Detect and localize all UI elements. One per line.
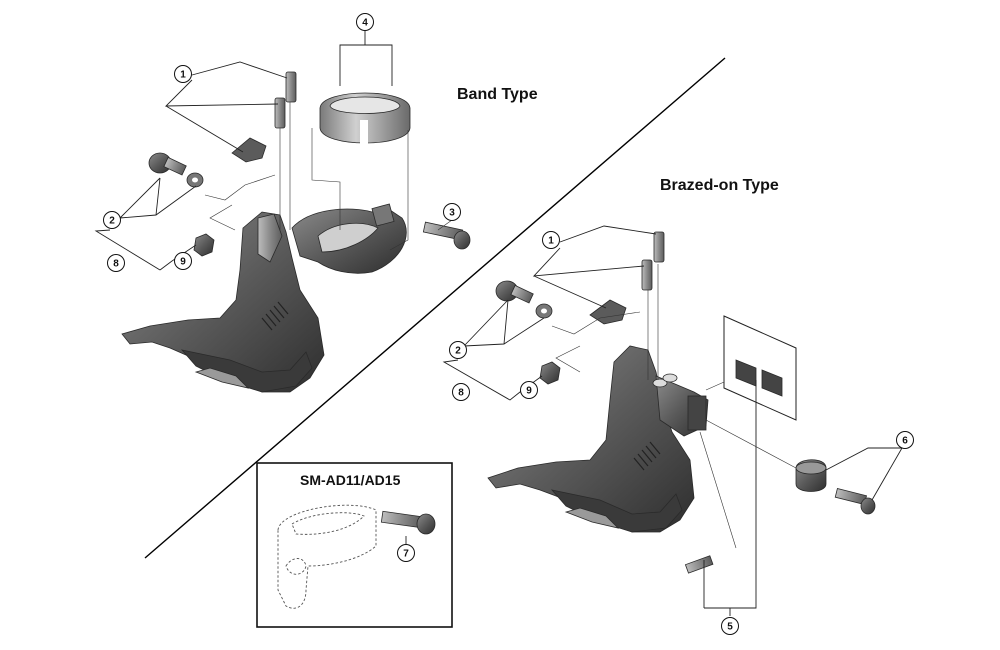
svg-text:4: 4 [362, 18, 368, 29]
band-part-1-bolts [274, 71, 297, 129]
band-type-group: 1 2 3 4 8 9 [94, 13, 471, 393]
svg-text:1: 1 [548, 236, 554, 247]
svg-text:9: 9 [526, 386, 532, 397]
svg-text:2: 2 [109, 216, 115, 227]
brazed-callout-6: 6 [896, 431, 914, 449]
band-callout-9: 9 [174, 252, 192, 270]
svg-text:8: 8 [113, 259, 119, 270]
brazed-part-2-bolt [495, 280, 534, 304]
band-part-9-nut [193, 233, 215, 257]
adapter-part-7-bolt [380, 510, 436, 535]
band-callout-3: 3 [443, 203, 461, 221]
brazed-part-1-bolts [641, 231, 665, 291]
brazed-callout-8: 8 [452, 383, 470, 401]
brazed-callout-2: 2 [449, 341, 467, 359]
svg-text:7: 7 [403, 549, 409, 560]
brazed-part-1-plate [589, 299, 627, 325]
band-part-1-plate [231, 137, 267, 163]
band-derailleur-body [121, 211, 325, 393]
brazed-callout-5: 5 [721, 617, 739, 635]
brazed-type-group: 1 2 5 6 8 9 [442, 225, 914, 635]
band-part-4-band [319, 92, 411, 148]
svg-text:1: 1 [180, 70, 186, 81]
adapter-callout-7: 7 [397, 544, 415, 562]
brazed-part-5-pin [684, 555, 714, 574]
brazed-callout-9: 9 [520, 381, 538, 399]
brazed-part-6-cap [795, 459, 827, 492]
brazed-on-type-title: Brazed-on Type [660, 177, 779, 194]
svg-text:9: 9 [180, 257, 186, 268]
brazed-spring [633, 441, 661, 471]
brazed-pad-b [761, 369, 783, 397]
svg-text:6: 6 [902, 436, 908, 447]
band-spring [261, 301, 289, 331]
brazed-derailleur-body [487, 345, 709, 533]
band-callout-1: 1 [174, 65, 192, 83]
band-part-2-bolt [148, 152, 187, 176]
brazed-part-9-nut [539, 361, 561, 385]
band-callout-2: 2 [103, 211, 121, 229]
brazed-part-6-bolt [834, 488, 876, 515]
adapter-dashed-clamp [277, 504, 377, 609]
band-type-title: Band Type [457, 86, 538, 103]
adapter-box-title: SM-AD11/AD15 [300, 472, 401, 488]
brazed-callout-1: 1 [542, 231, 560, 249]
svg-text:2: 2 [455, 346, 461, 357]
svg-text:5: 5 [727, 622, 733, 633]
adapter-box: SM-AD11/AD15 7 [256, 462, 453, 628]
band-part-3-bolt [422, 221, 471, 250]
band-clamp-tab [371, 203, 395, 227]
section-divider [144, 57, 726, 559]
brazed-part-5-pads-box [723, 315, 797, 421]
svg-text:8: 8 [458, 388, 464, 399]
brazed-leader-lines [442, 225, 903, 616]
svg-text:3: 3 [449, 208, 455, 219]
band-callout-4: 4 [356, 13, 374, 31]
band-callout-8: 8 [107, 254, 125, 272]
